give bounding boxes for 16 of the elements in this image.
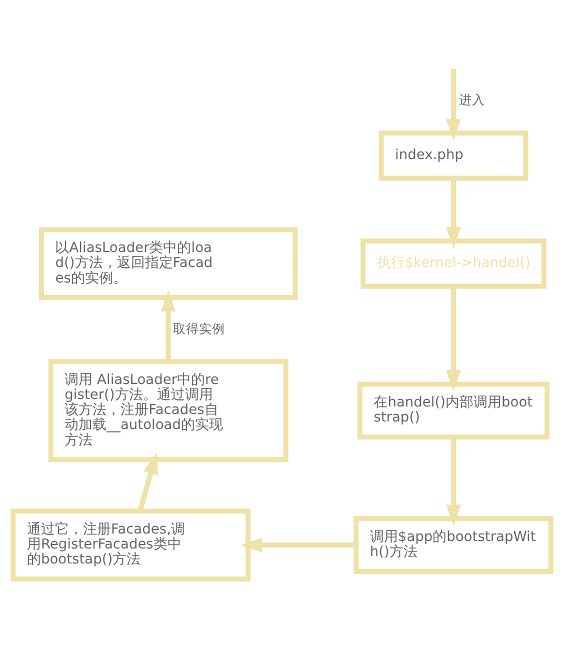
node-box: 调用$app的bootstrapWith()方法: [354, 516, 554, 574]
node-box: 通过它，注册Facades,调用RegisterFacades类中的bootstap()方法: [10, 508, 251, 581]
arrow: [240, 537, 356, 552]
arrow: [446, 286, 461, 391]
arrow: [446, 436, 461, 526]
arrow: [138, 452, 158, 512]
node-box: 调用 AliasLoader中的register()方法。通过调用该方法，注册Facades自动加载__autoload的实现方法: [48, 358, 288, 462]
node-box: 在handel()内部调用bootstrap(): [357, 381, 550, 440]
node-box: 执行$kernel->handel(): [360, 238, 546, 288]
arrow: [446, 178, 461, 248]
node-box: 以AliasLoader类中的load()方法，返回指定Facades的实例。: [38, 226, 298, 300]
arrow: [446, 68, 461, 140]
edge-label: 进入: [458, 92, 485, 107]
node-box: index.php: [378, 130, 528, 180]
edge-label: 取得实例: [173, 320, 226, 336]
arrow: [160, 290, 176, 361]
